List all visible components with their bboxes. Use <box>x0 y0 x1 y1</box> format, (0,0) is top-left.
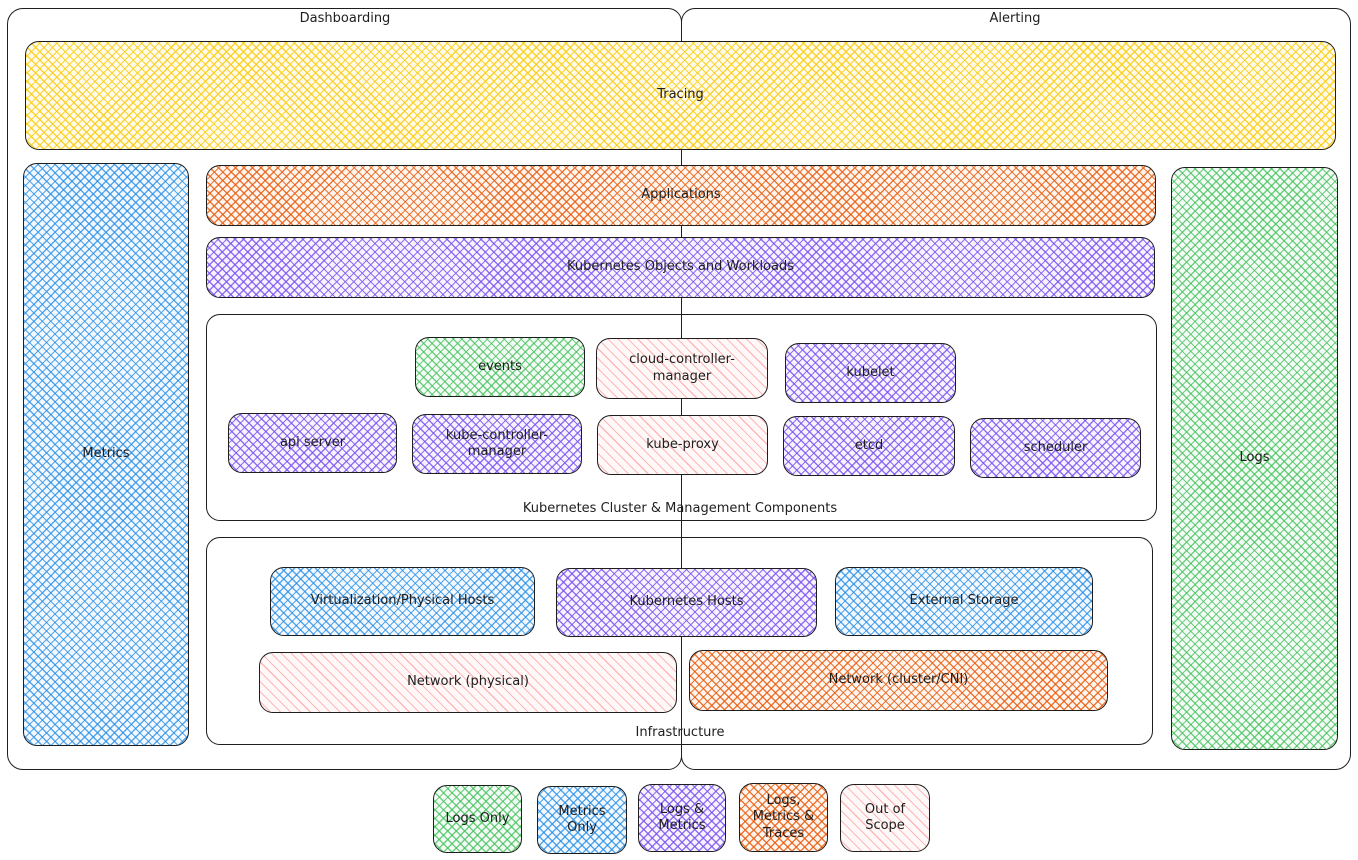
infra-virtualization-hosts: Virtualization/Physical Hosts <box>270 567 535 636</box>
tracing-block: Tracing <box>25 41 1336 150</box>
component-etcd-label: etcd <box>854 437 884 453</box>
infrastructure-title: Infrastructure <box>635 725 725 740</box>
kube-objects-block: Kubernetes Objects and Workloads <box>206 237 1155 298</box>
kube-objects-label: Kubernetes Objects and Workloads <box>566 259 795 275</box>
metrics-block: Metrics <box>23 163 189 746</box>
applications-block: Applications <box>206 165 1156 226</box>
component-kube-proxy-label: kube-proxy <box>646 436 719 452</box>
legend-logs-metrics-label: Logs & Metrics <box>658 801 706 833</box>
component-cloud-controller-manager: cloud-controller-manager <box>596 338 768 399</box>
component-kube-controller-manager: kube-controller-manager <box>412 414 582 474</box>
legend-logs-only-label: Logs Only <box>445 810 510 826</box>
infra-kubernetes-hosts-label: Kubernetes Hosts <box>629 594 744 610</box>
component-kube-controller-manager-label: kube-controller-manager <box>445 427 549 459</box>
legend-out-of-scope: Out of Scope <box>840 784 930 852</box>
legend-logs-metrics: Logs & Metrics <box>638 784 726 852</box>
legend-logs-metrics-traces: Logs, Metrics & Traces <box>739 783 828 852</box>
component-api-server-label: api server <box>279 434 346 450</box>
component-scheduler-label: scheduler <box>1023 439 1088 455</box>
logs-label: Logs <box>1239 450 1270 466</box>
infrastructure-container <box>206 537 1153 745</box>
component-kube-proxy: kube-proxy <box>597 415 768 475</box>
component-events: events <box>415 337 585 397</box>
infra-kubernetes-hosts: Kubernetes Hosts <box>556 568 817 637</box>
applications-label: Applications <box>641 187 721 203</box>
legend-out-of-scope-label: Out of Scope <box>864 801 906 833</box>
component-scheduler: scheduler <box>970 418 1141 478</box>
legend-logs-metrics-traces-label: Logs, Metrics & Traces <box>752 793 815 841</box>
legend-metrics-only: Metrics Only <box>537 786 627 854</box>
infra-network-physical: Network (physical) <box>259 652 677 713</box>
component-kubelet: kubelet <box>785 343 956 403</box>
metrics-label: Metrics <box>82 446 130 462</box>
infra-external-storage: External Storage <box>835 567 1093 636</box>
alerting-label: Alerting <box>989 11 1041 26</box>
infra-virtualization-hosts-label: Virtualization/Physical Hosts <box>310 593 495 609</box>
legend-logs-only: Logs Only <box>433 785 522 853</box>
dashboarding-label: Dashboarding <box>299 11 391 26</box>
logs-block: Logs <box>1171 167 1338 750</box>
component-kubelet-label: kubelet <box>846 364 895 380</box>
tracing-label: Tracing <box>657 87 704 103</box>
component-cloud-controller-manager-label: cloud-controller-manager <box>629 352 735 384</box>
infra-network-cluster-label: Network (cluster/CNI) <box>828 672 969 688</box>
infra-external-storage-label: External Storage <box>909 593 1019 609</box>
legend-metrics-only-label: Metrics Only <box>558 803 606 835</box>
cluster-components-container <box>206 314 1157 521</box>
component-etcd: etcd <box>783 416 955 476</box>
component-events-label: events <box>478 358 522 374</box>
infra-network-physical-label: Network (physical) <box>407 674 529 690</box>
component-api-server: api server <box>228 413 397 473</box>
cluster-components-title: Kubernetes Cluster & Management Componen… <box>522 501 838 516</box>
infra-network-cluster: Network (cluster/CNI) <box>689 650 1108 711</box>
